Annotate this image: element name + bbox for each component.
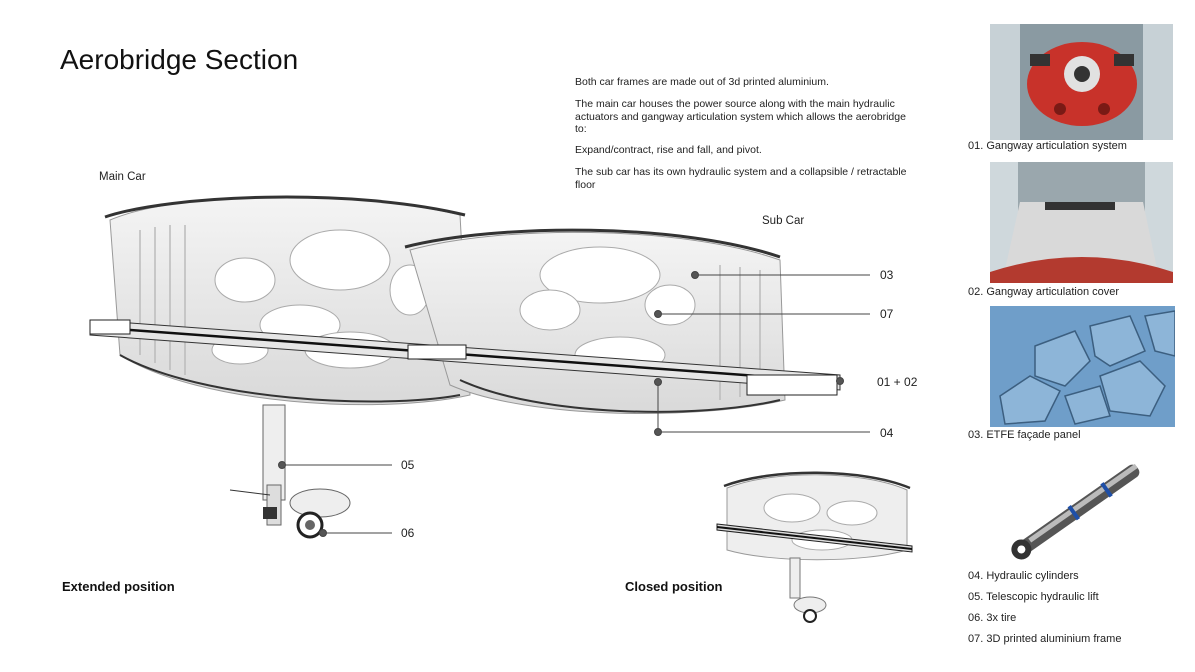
callout-06: 06 bbox=[401, 526, 415, 540]
sub-car-frame bbox=[404, 228, 786, 415]
callout-01-02: 01 + 02 bbox=[877, 375, 918, 389]
hydraulic-beam bbox=[89, 319, 841, 396]
caption-03: 03. ETFE façade panel bbox=[968, 429, 1081, 441]
telescopic-lift bbox=[229, 404, 351, 539]
main-car-frame bbox=[104, 195, 471, 406]
gangway-articulation-system-photo bbox=[990, 24, 1173, 140]
main-car-label: Main Car bbox=[99, 171, 146, 183]
caption-07: 07. 3D printed aluminium frame bbox=[968, 633, 1122, 645]
etfe-facade-panel-photo bbox=[990, 306, 1175, 427]
page-title: Aerobridge Section bbox=[60, 44, 299, 75]
extended-position-label: Extended position bbox=[62, 579, 175, 594]
callout-05: 05 bbox=[401, 458, 415, 472]
hydraulic-cylinder-photo bbox=[990, 448, 1173, 566]
description-line-2: The main car houses the power source alo… bbox=[575, 98, 906, 135]
description-line-3: Expand/contract, rise and fall, and pivo… bbox=[575, 144, 762, 156]
sub-car-label: Sub Car bbox=[762, 215, 805, 227]
caption-02: 02. Gangway articulation cover bbox=[968, 286, 1120, 298]
callout-leaders bbox=[278, 271, 870, 537]
gangway-articulation-cover-photo bbox=[990, 162, 1173, 283]
caption-04: 04. Hydraulic cylinders bbox=[968, 570, 1079, 582]
caption-06: 06. 3x tire bbox=[968, 612, 1017, 624]
description-line-1: Both car frames are made out of 3d print… bbox=[575, 76, 829, 88]
description-line-4: The sub car has its own hydraulic system… bbox=[575, 166, 907, 191]
caption-05: 05. Telescopic hydraulic lift bbox=[968, 591, 1099, 603]
aerobridge-extended-diagram bbox=[89, 195, 870, 539]
aerobridge-closed-diagram bbox=[716, 471, 913, 623]
callout-07: 07 bbox=[880, 307, 894, 321]
closed-position-label: Closed position bbox=[625, 579, 723, 594]
callout-03: 03 bbox=[880, 268, 894, 282]
caption-01: 01. Gangway articulation system bbox=[968, 140, 1127, 152]
callout-04: 04 bbox=[880, 426, 894, 440]
